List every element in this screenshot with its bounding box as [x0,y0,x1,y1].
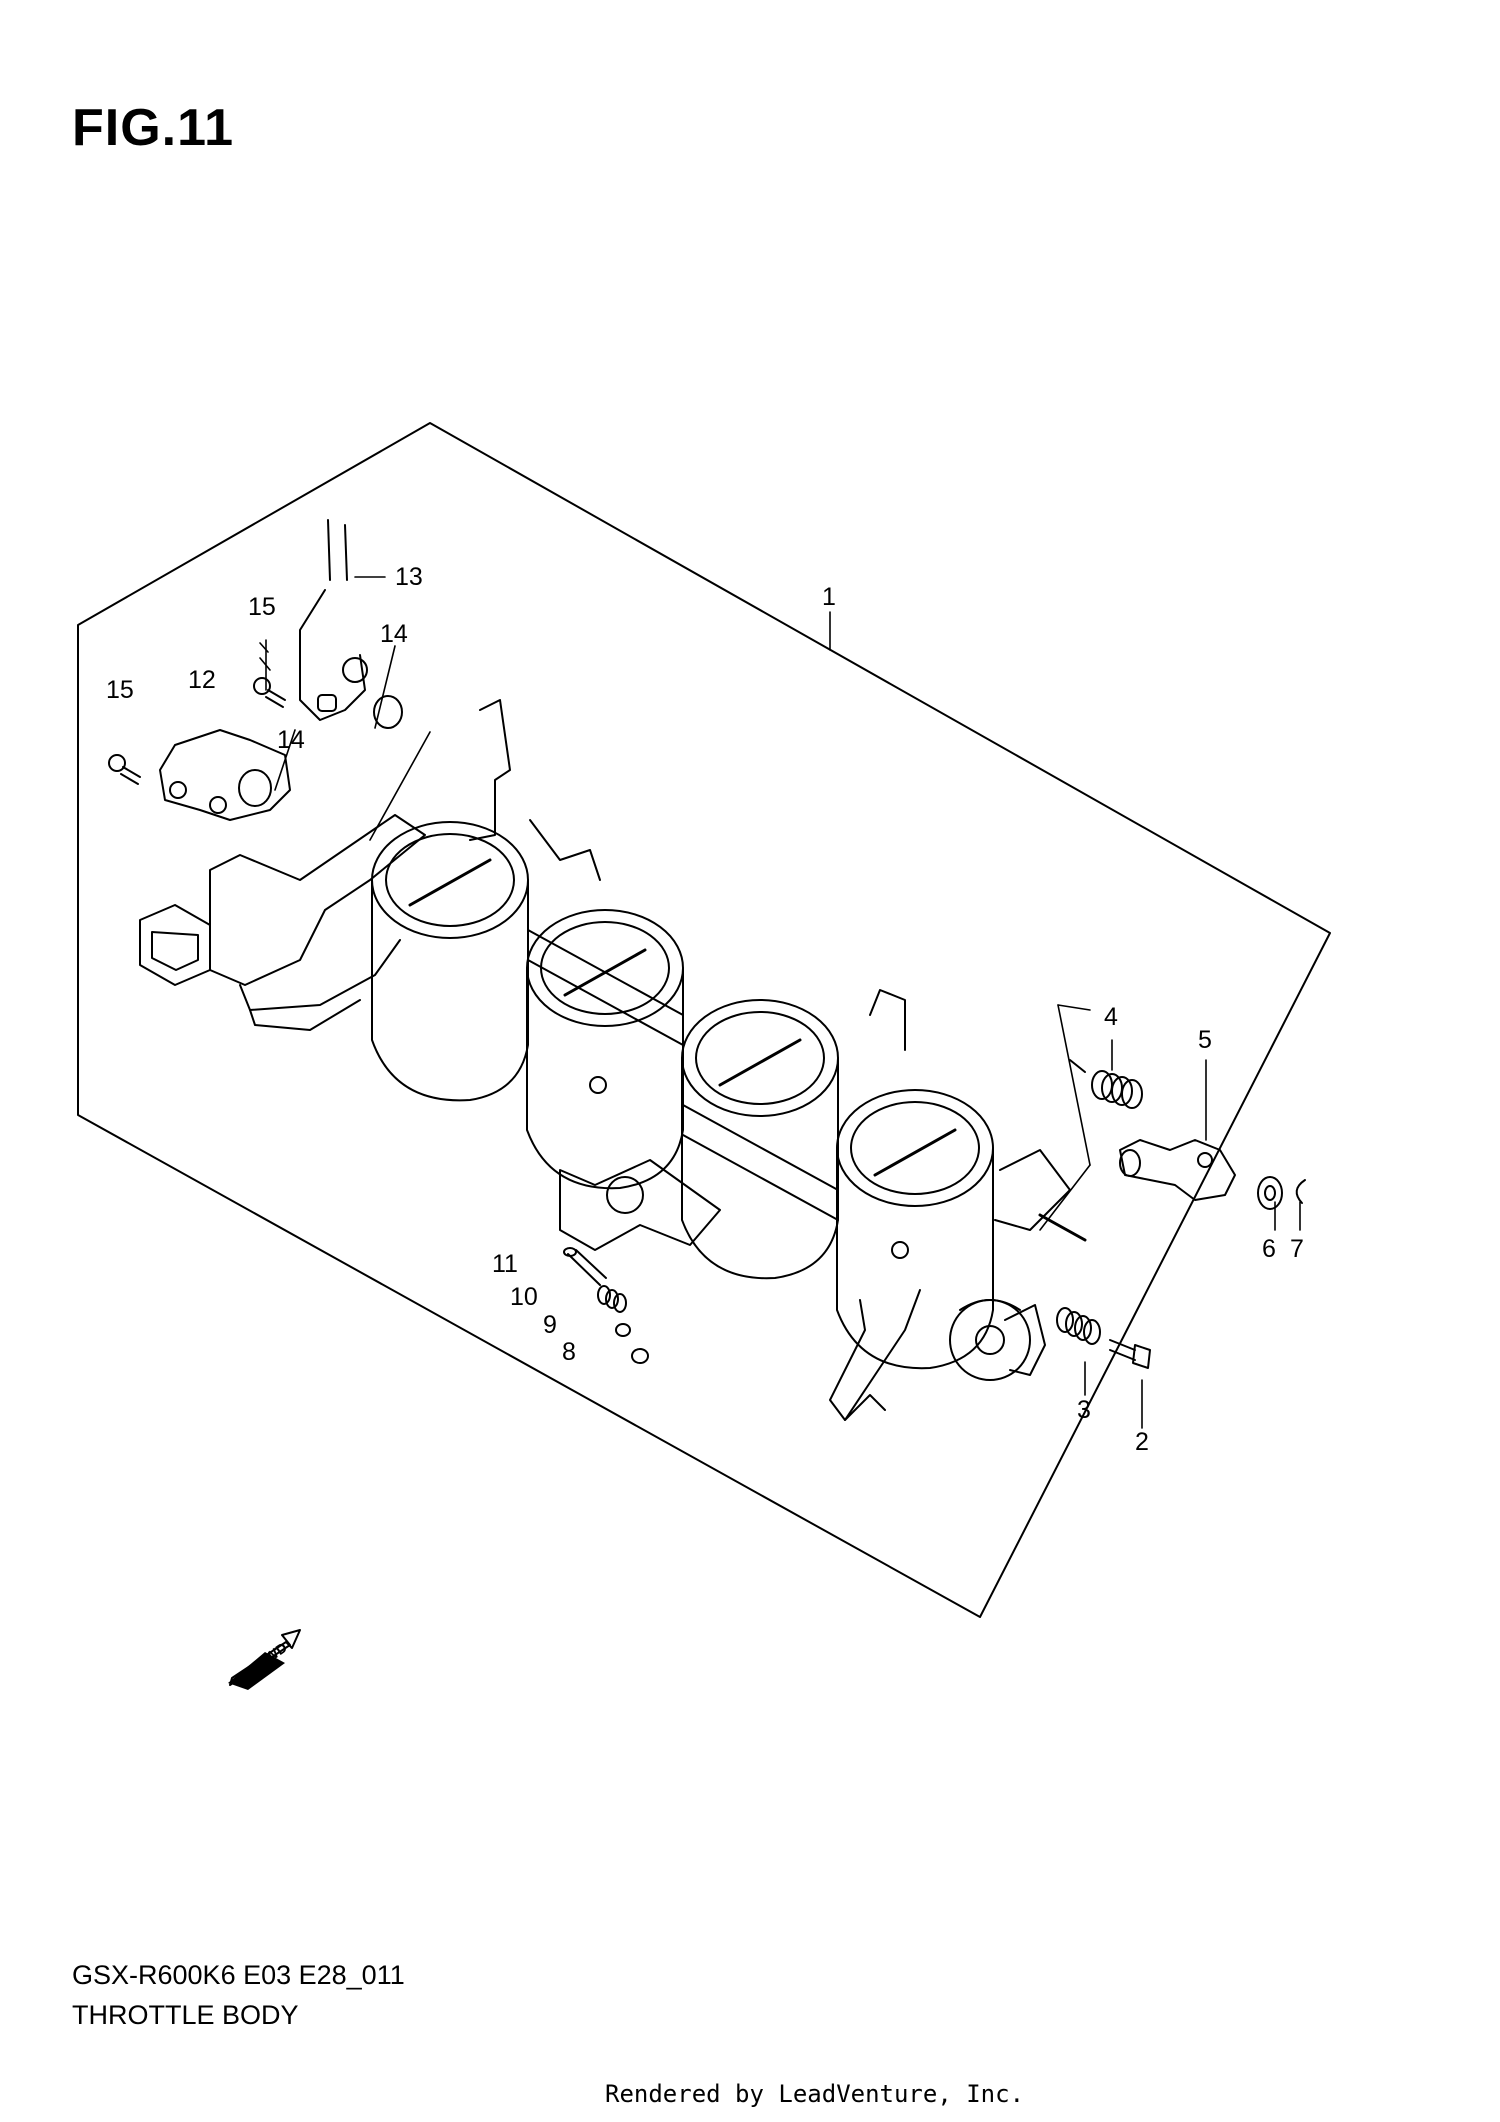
callout-14-upper: 14 [380,620,408,648]
part-11-screw [563,1247,607,1286]
fwd-arrow-icon: FWD [228,1629,301,1690]
figure-title: FIG.11 [72,99,235,157]
callout-5: 5 [1198,1026,1212,1054]
part-15-bolt-lower [108,754,141,785]
part-14-oring-lower [238,769,272,807]
figure-caption: THROTTLE BODY [72,2000,299,2030]
part-15-bolt-upper [253,677,286,708]
throttle-bore-4 [836,1089,994,1370]
part-4-spring [1069,1059,1143,1109]
callout-8: 8 [562,1338,576,1366]
callout-13: 13 [395,563,423,591]
callout-6: 6 [1262,1235,1276,1263]
throttle-cam-bracket [829,1289,1046,1421]
callout-4: 4 [1104,1003,1118,1031]
callout-1: 1 [822,583,836,611]
callout-11: 11 [492,1250,518,1278]
callout-10: 10 [510,1283,538,1311]
throttle-bore-2 [526,909,684,1190]
part-2-screw [1109,1339,1151,1369]
part-9-washer [615,1323,631,1337]
callout-3: 3 [1077,1396,1091,1424]
model-code: GSX-R600K6 E03 E28_011 [72,1960,405,1990]
leader-lines [259,576,1301,1429]
part-5-lever [1119,1139,1236,1201]
part-12-sensor [159,729,291,821]
part-13-sensor [299,519,368,721]
throttle-bore-1 [371,821,529,1102]
callout-14-lower: 14 [277,726,305,754]
linkage-rails [469,699,1087,1251]
part-8-oring [631,1348,649,1364]
part-6-washer [1257,1176,1283,1210]
callout-9: 9 [543,1311,557,1339]
callout-15-upper: 15 [248,593,276,621]
callout-2: 2 [1135,1428,1149,1456]
render-credit: Rendered by LeadVenture, Inc. [605,2080,1025,2108]
callouts: 1 2 3 4 5 6 7 8 9 10 11 12 13 14 14 15 1… [106,563,1304,1456]
part-14-oring-upper [373,695,403,729]
left-connector-block [139,814,426,1031]
part-3-spring [1056,1307,1101,1345]
part-7-clip [1295,1179,1306,1204]
callout-15-lower: 15 [106,676,134,704]
callout-12: 12 [188,666,216,694]
part-10-spring [597,1285,627,1313]
callout-7: 7 [1290,1235,1304,1263]
assembly-outline [77,422,1331,1618]
throttle-bore-3 [681,999,839,1280]
